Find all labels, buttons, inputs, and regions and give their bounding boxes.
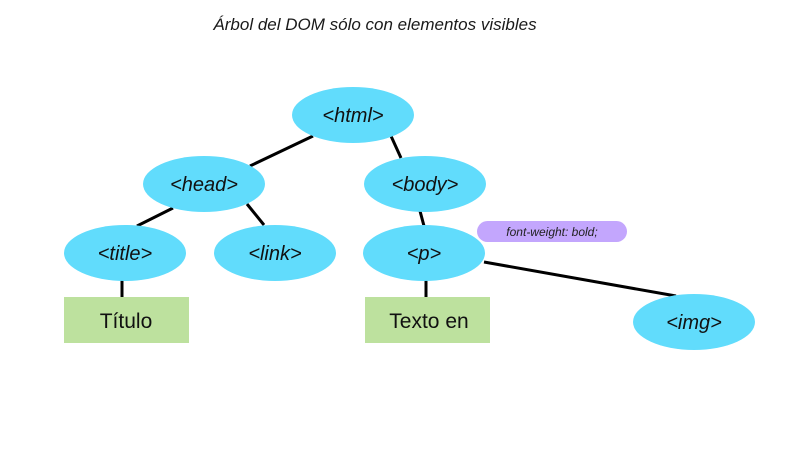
node-title-label: <title> xyxy=(98,243,152,265)
edge-html-body xyxy=(389,135,403,159)
node-title: <title> xyxy=(64,225,186,281)
edge-head-title xyxy=(136,206,174,228)
node-body-label: <body> xyxy=(392,174,459,196)
leaf-p-text-label: Texto en xyxy=(389,310,468,333)
edge-body-p xyxy=(418,210,426,227)
style-annotation-label: font-weight: bold; xyxy=(506,225,597,239)
node-html: <html> xyxy=(292,87,414,143)
diagram-title: Árbol del DOM sólo con elementos visible… xyxy=(213,15,537,34)
leaf-title-text-label: Título xyxy=(100,310,153,333)
edges xyxy=(120,134,677,298)
node-p: <p> xyxy=(363,225,485,281)
node-head: <head> xyxy=(143,156,265,212)
edge-html-head xyxy=(249,134,314,168)
node-img: <img> xyxy=(633,294,755,350)
edge-head-link xyxy=(245,203,266,226)
node-body: <body> xyxy=(364,156,486,212)
leaf-title-text: Título xyxy=(64,297,189,343)
node-img-label: <img> xyxy=(666,312,722,334)
style-annotation: font-weight: bold; xyxy=(477,221,627,242)
edge-p-img xyxy=(483,260,677,298)
node-link: <link> xyxy=(214,225,336,281)
leaf-p-text: Texto en xyxy=(365,297,490,343)
node-link-label: <link> xyxy=(248,243,301,265)
node-head-label: <head> xyxy=(170,174,238,196)
node-p-label: <p> xyxy=(407,243,441,265)
node-html-label: <html> xyxy=(322,105,383,127)
